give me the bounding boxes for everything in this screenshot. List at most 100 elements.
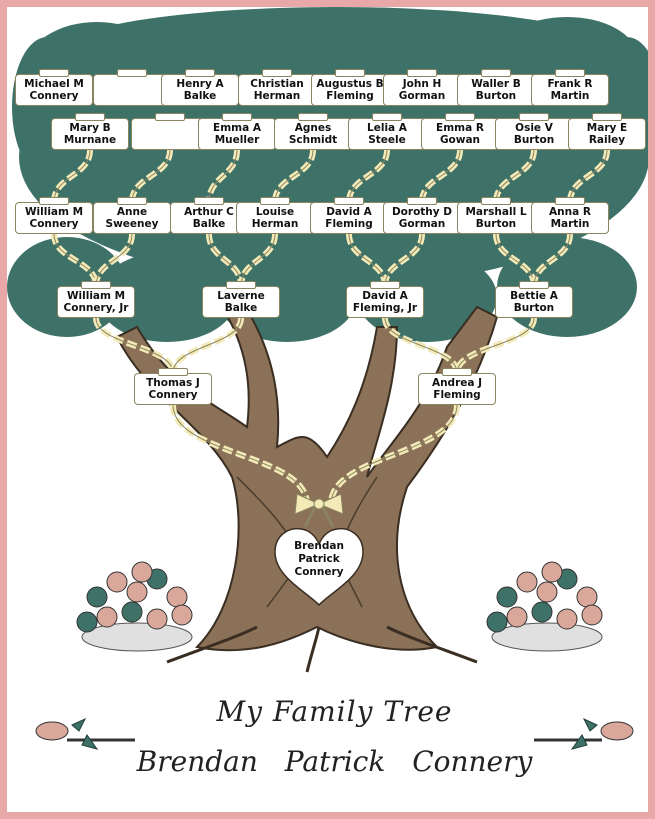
name-line: Murnane	[63, 134, 117, 146]
ribbon	[384, 317, 458, 374]
rose-bloom	[531, 601, 553, 623]
ribbon	[95, 233, 133, 287]
name-tag	[131, 118, 209, 150]
name-line: Agnes	[294, 122, 332, 134]
name-line: Mueller	[214, 134, 260, 146]
ribbon-bow	[294, 493, 344, 528]
rose-bloom	[171, 604, 193, 626]
rose-bloom	[121, 601, 143, 623]
rose-basket-left	[76, 561, 193, 652]
name-line: Burton	[513, 134, 555, 146]
ribbon-connectors	[51, 149, 610, 505]
name-tag	[93, 74, 171, 106]
person-name-line: Brendan	[294, 540, 344, 552]
rose-bloom	[556, 608, 578, 630]
name-line: Anna R	[549, 206, 591, 218]
name-line: Steele	[368, 134, 406, 146]
ribbon	[53, 149, 91, 203]
rose-sprig-left	[35, 717, 135, 750]
name-line: Burton	[475, 90, 517, 102]
rose-bloom	[86, 586, 108, 608]
rose-bloom	[576, 586, 598, 608]
basket	[81, 622, 193, 652]
name-line: Gorman	[398, 218, 446, 230]
heart-plaque	[274, 527, 364, 607]
name-line: Railey	[588, 134, 626, 146]
name-line: Burton	[475, 218, 517, 230]
name-line: Sweeney	[105, 218, 159, 230]
rose-bloom	[126, 581, 148, 603]
name-line: Bettie A	[510, 290, 558, 302]
rose-bloom	[166, 586, 188, 608]
name-line: Lelia A	[367, 122, 407, 134]
name-line: Anne	[116, 206, 148, 218]
rose-basket-right	[486, 561, 603, 652]
name-line: Emma R	[436, 122, 484, 134]
name-line: Fleming	[433, 389, 481, 401]
ribbon	[274, 149, 314, 203]
name-line: Schmidt	[288, 134, 338, 146]
ribbon	[569, 149, 608, 203]
rose-bloom	[506, 606, 528, 628]
name-line: Martin	[550, 218, 590, 230]
name-line: Fleming, Jr	[352, 302, 418, 314]
rose-bloom	[76, 611, 98, 633]
rose-bloom	[106, 571, 128, 593]
name-line: Christian	[250, 78, 304, 90]
name-line: Arthur C	[184, 206, 234, 218]
name-line: Fleming	[325, 218, 373, 230]
ribbon	[172, 317, 242, 374]
page-subtitle: Brendan Patrick Connery	[136, 745, 533, 778]
name-line: Balke	[183, 90, 217, 102]
ribbon	[456, 317, 535, 374]
name-line: Emma A	[213, 122, 261, 134]
page-title: My Family Tree	[216, 695, 453, 728]
name-line: Osie V	[515, 122, 553, 134]
rose-bloom	[496, 586, 518, 608]
person-name-line: Connery	[294, 566, 344, 578]
name-line: Waller B	[471, 78, 521, 90]
ribbon	[240, 233, 276, 287]
rose-bloom	[516, 571, 538, 593]
rose-bloom	[581, 604, 603, 626]
rose-sprig-right	[534, 717, 634, 750]
ribbon	[348, 149, 388, 203]
name-line: Frank R	[547, 78, 593, 90]
